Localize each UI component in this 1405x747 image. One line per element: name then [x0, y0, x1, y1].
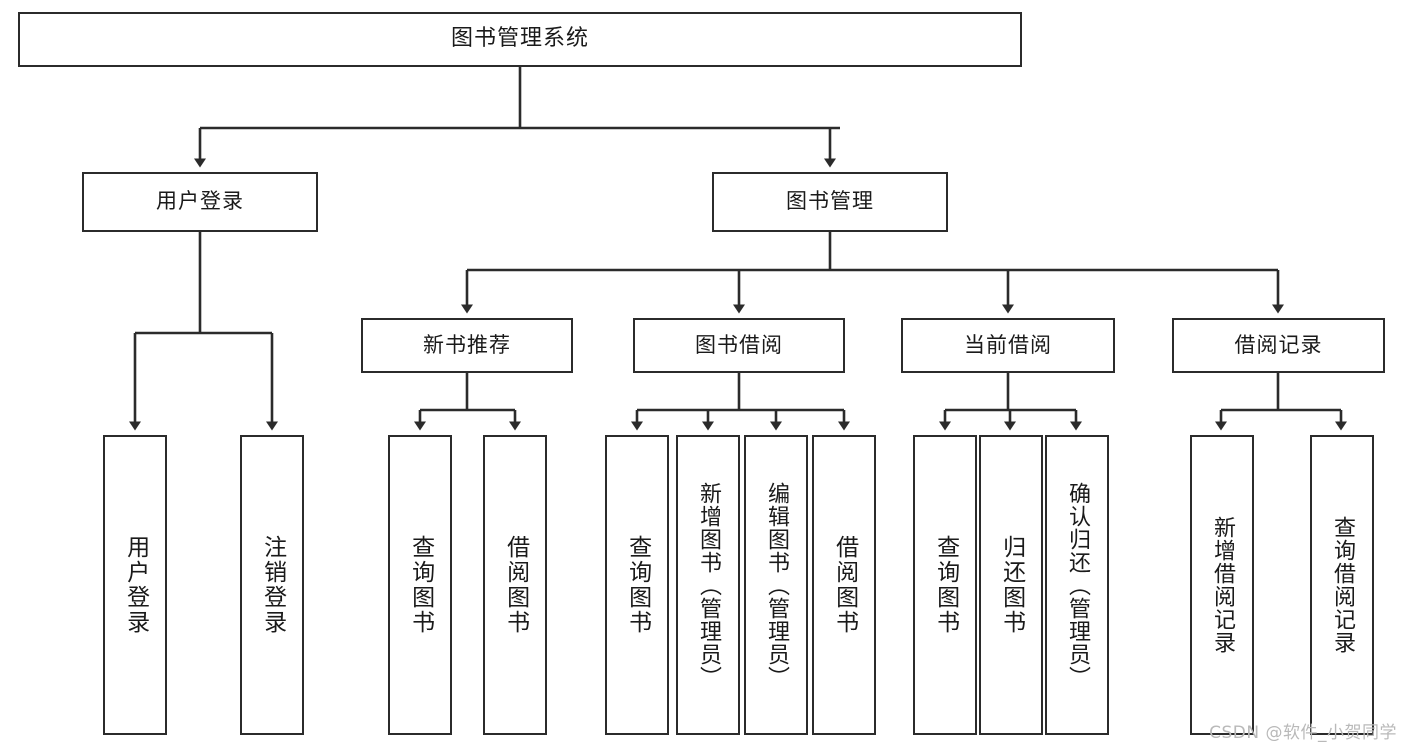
- node-root-label: 图书管理系统: [450, 26, 589, 52]
- leaf-user-login-label: 用户登录: [122, 535, 149, 635]
- leaf-borrow-book[interactable]: 借阅图书: [812, 435, 876, 735]
- leaf-query-borrow-record[interactable]: 查询借阅记录: [1310, 435, 1374, 735]
- leaf-add-book-admin-label: 新增图书（管理员）: [695, 481, 721, 689]
- node-root[interactable]: 图书管理系统: [18, 12, 1022, 67]
- node-current-borrow-label: 当前借阅: [964, 332, 1052, 357]
- leaf-edit-book-admin-label: 编辑图书（管理员）: [763, 481, 789, 689]
- leaf-current-query-book-label: 查询图书: [932, 535, 959, 635]
- csdn-watermark: CSDN @软件_小贺同学: [1209, 723, 1397, 743]
- leaf-new-book-borrow[interactable]: 借阅图书: [483, 435, 547, 735]
- leaf-logout-label: 注销登录: [259, 535, 286, 635]
- leaf-return-book[interactable]: 归还图书: [979, 435, 1043, 735]
- leaf-user-login[interactable]: 用户登录: [103, 435, 167, 735]
- leaf-add-borrow-record[interactable]: 新增借阅记录: [1190, 435, 1254, 735]
- leaf-current-query-book[interactable]: 查询图书: [913, 435, 977, 735]
- leaf-new-book-borrow-label: 借阅图书: [502, 535, 529, 635]
- leaf-add-borrow-record-label: 新增借阅记录: [1209, 516, 1235, 654]
- leaf-add-book-admin[interactable]: 新增图书（管理员）: [676, 435, 740, 735]
- node-book-manage[interactable]: 图书管理: [712, 172, 948, 232]
- leaf-return-book-label: 归还图书: [998, 535, 1025, 635]
- leaf-new-book-query[interactable]: 查询图书: [388, 435, 452, 735]
- leaf-edit-book-admin[interactable]: 编辑图书（管理员）: [744, 435, 808, 735]
- leaf-logout[interactable]: 注销登录: [240, 435, 304, 735]
- node-book-borrow-label: 图书借阅: [695, 332, 783, 357]
- node-user-login[interactable]: 用户登录: [82, 172, 318, 232]
- node-new-book-recommend-label: 新书推荐: [423, 332, 511, 357]
- leaf-borrow-book-label: 借阅图书: [831, 535, 858, 635]
- node-borrow-record-label: 借阅记录: [1234, 332, 1323, 357]
- node-current-borrow[interactable]: 当前借阅: [901, 318, 1115, 373]
- leaf-confirm-return-admin-label: 确认归还（管理员）: [1064, 481, 1090, 689]
- leaf-borrow-query-book[interactable]: 查询图书: [605, 435, 669, 735]
- leaf-new-book-query-label: 查询图书: [407, 535, 434, 635]
- node-book-borrow[interactable]: 图书借阅: [633, 318, 845, 373]
- leaf-borrow-query-book-label: 查询图书: [624, 535, 651, 635]
- node-new-book-recommend[interactable]: 新书推荐: [361, 318, 573, 373]
- leaf-confirm-return-admin[interactable]: 确认归还（管理员）: [1045, 435, 1109, 735]
- leaf-query-borrow-record-label: 查询借阅记录: [1329, 516, 1355, 654]
- node-book-manage-label: 图书管理: [786, 189, 874, 214]
- node-user-login-label: 用户登录: [156, 189, 244, 214]
- node-borrow-record[interactable]: 借阅记录: [1172, 318, 1385, 373]
